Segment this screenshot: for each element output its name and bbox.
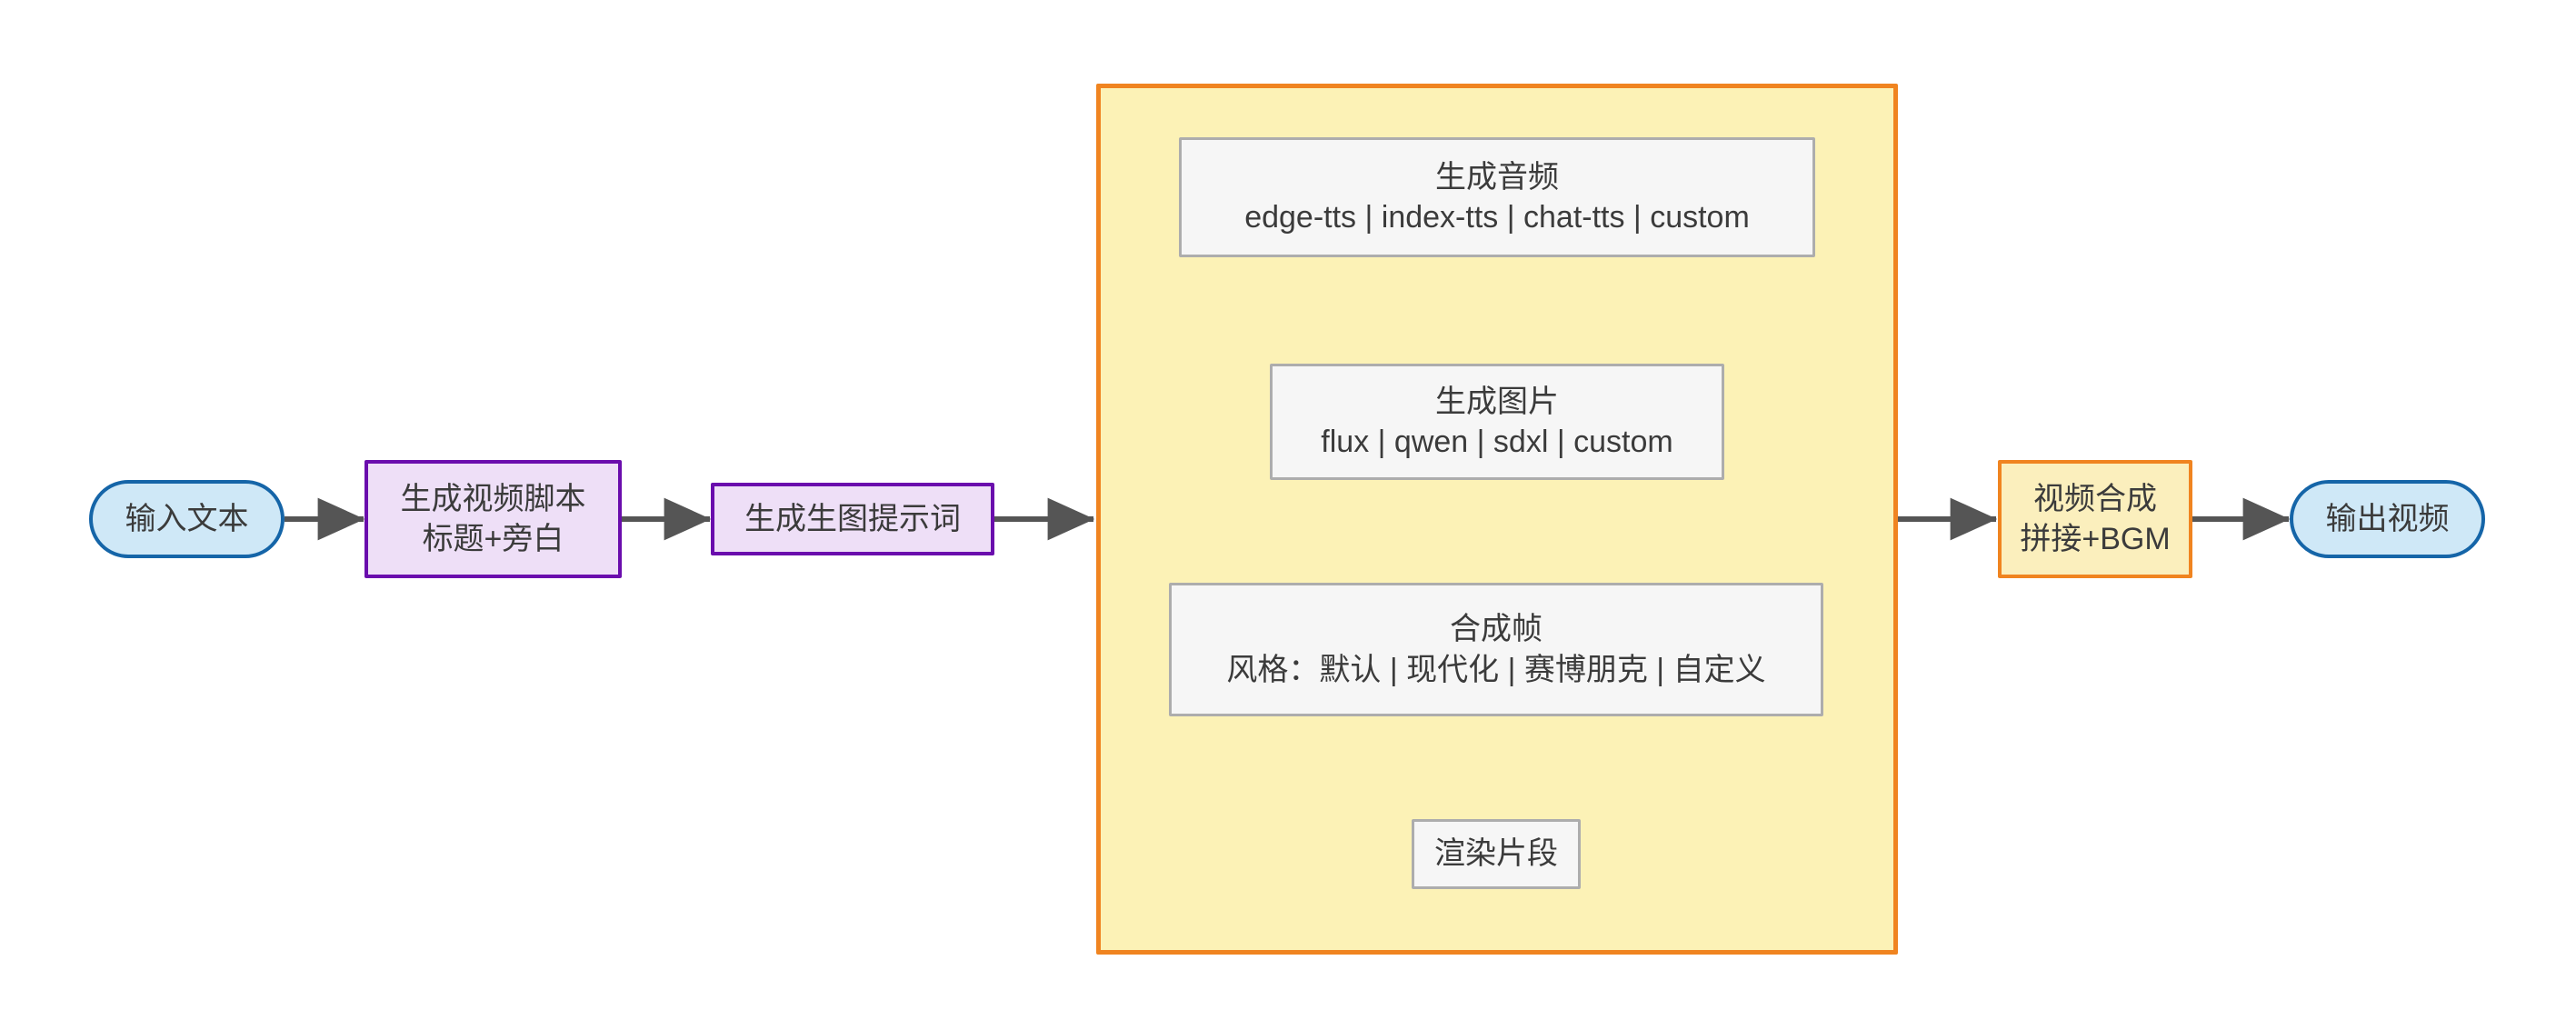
- node-generate-script-line1: 生成视频脚本: [400, 481, 586, 516]
- node-video-merge-line2: 拼接+BGM: [2020, 522, 2171, 556]
- node-input-text[interactable]: 输入文本: [89, 480, 285, 558]
- node-compose-frame[interactable]: 合成帧 风格：默认 | 现代化 | 赛博朋克 | 自定义: [1169, 583, 1823, 716]
- node-compose-frame-title: 合成帧: [1450, 612, 1543, 647]
- node-generate-script[interactable]: 生成视频脚本 标题+旁白: [364, 460, 622, 578]
- node-generate-audio-title: 生成音频: [1435, 159, 1559, 195]
- node-output-video[interactable]: 输出视频: [2290, 480, 2485, 558]
- node-input-text-label: 输入文本: [125, 501, 249, 536]
- node-generate-prompt[interactable]: 生成生图提示词: [711, 483, 994, 555]
- node-generate-audio-engines: edge-tts | index-tts | chat-tts | custom: [1244, 200, 1750, 235]
- node-render-clip[interactable]: 渲染片段: [1412, 819, 1581, 889]
- node-generate-image-models: flux | qwen | sdxl | custom: [1321, 425, 1673, 459]
- node-generate-image-title: 生成图片: [1435, 384, 1559, 419]
- node-generate-image[interactable]: 生成图片 flux | qwen | sdxl | custom: [1270, 364, 1724, 480]
- node-video-merge-line1: 视频合成: [2033, 481, 2157, 516]
- node-render-clip-label: 渲染片段: [1434, 836, 1558, 872]
- node-generate-audio[interactable]: 生成音频 edge-tts | index-tts | chat-tts | c…: [1179, 137, 1815, 257]
- node-output-video-label: 输出视频: [2325, 501, 2450, 536]
- node-generate-prompt-label: 生成生图提示词: [744, 501, 961, 536]
- node-video-merge[interactable]: 视频合成 拼接+BGM: [1998, 460, 2192, 578]
- node-generate-script-line2: 标题+旁白: [422, 522, 564, 556]
- node-compose-frame-styles: 风格：默认 | 现代化 | 赛博朋克 | 自定义: [1226, 652, 1766, 687]
